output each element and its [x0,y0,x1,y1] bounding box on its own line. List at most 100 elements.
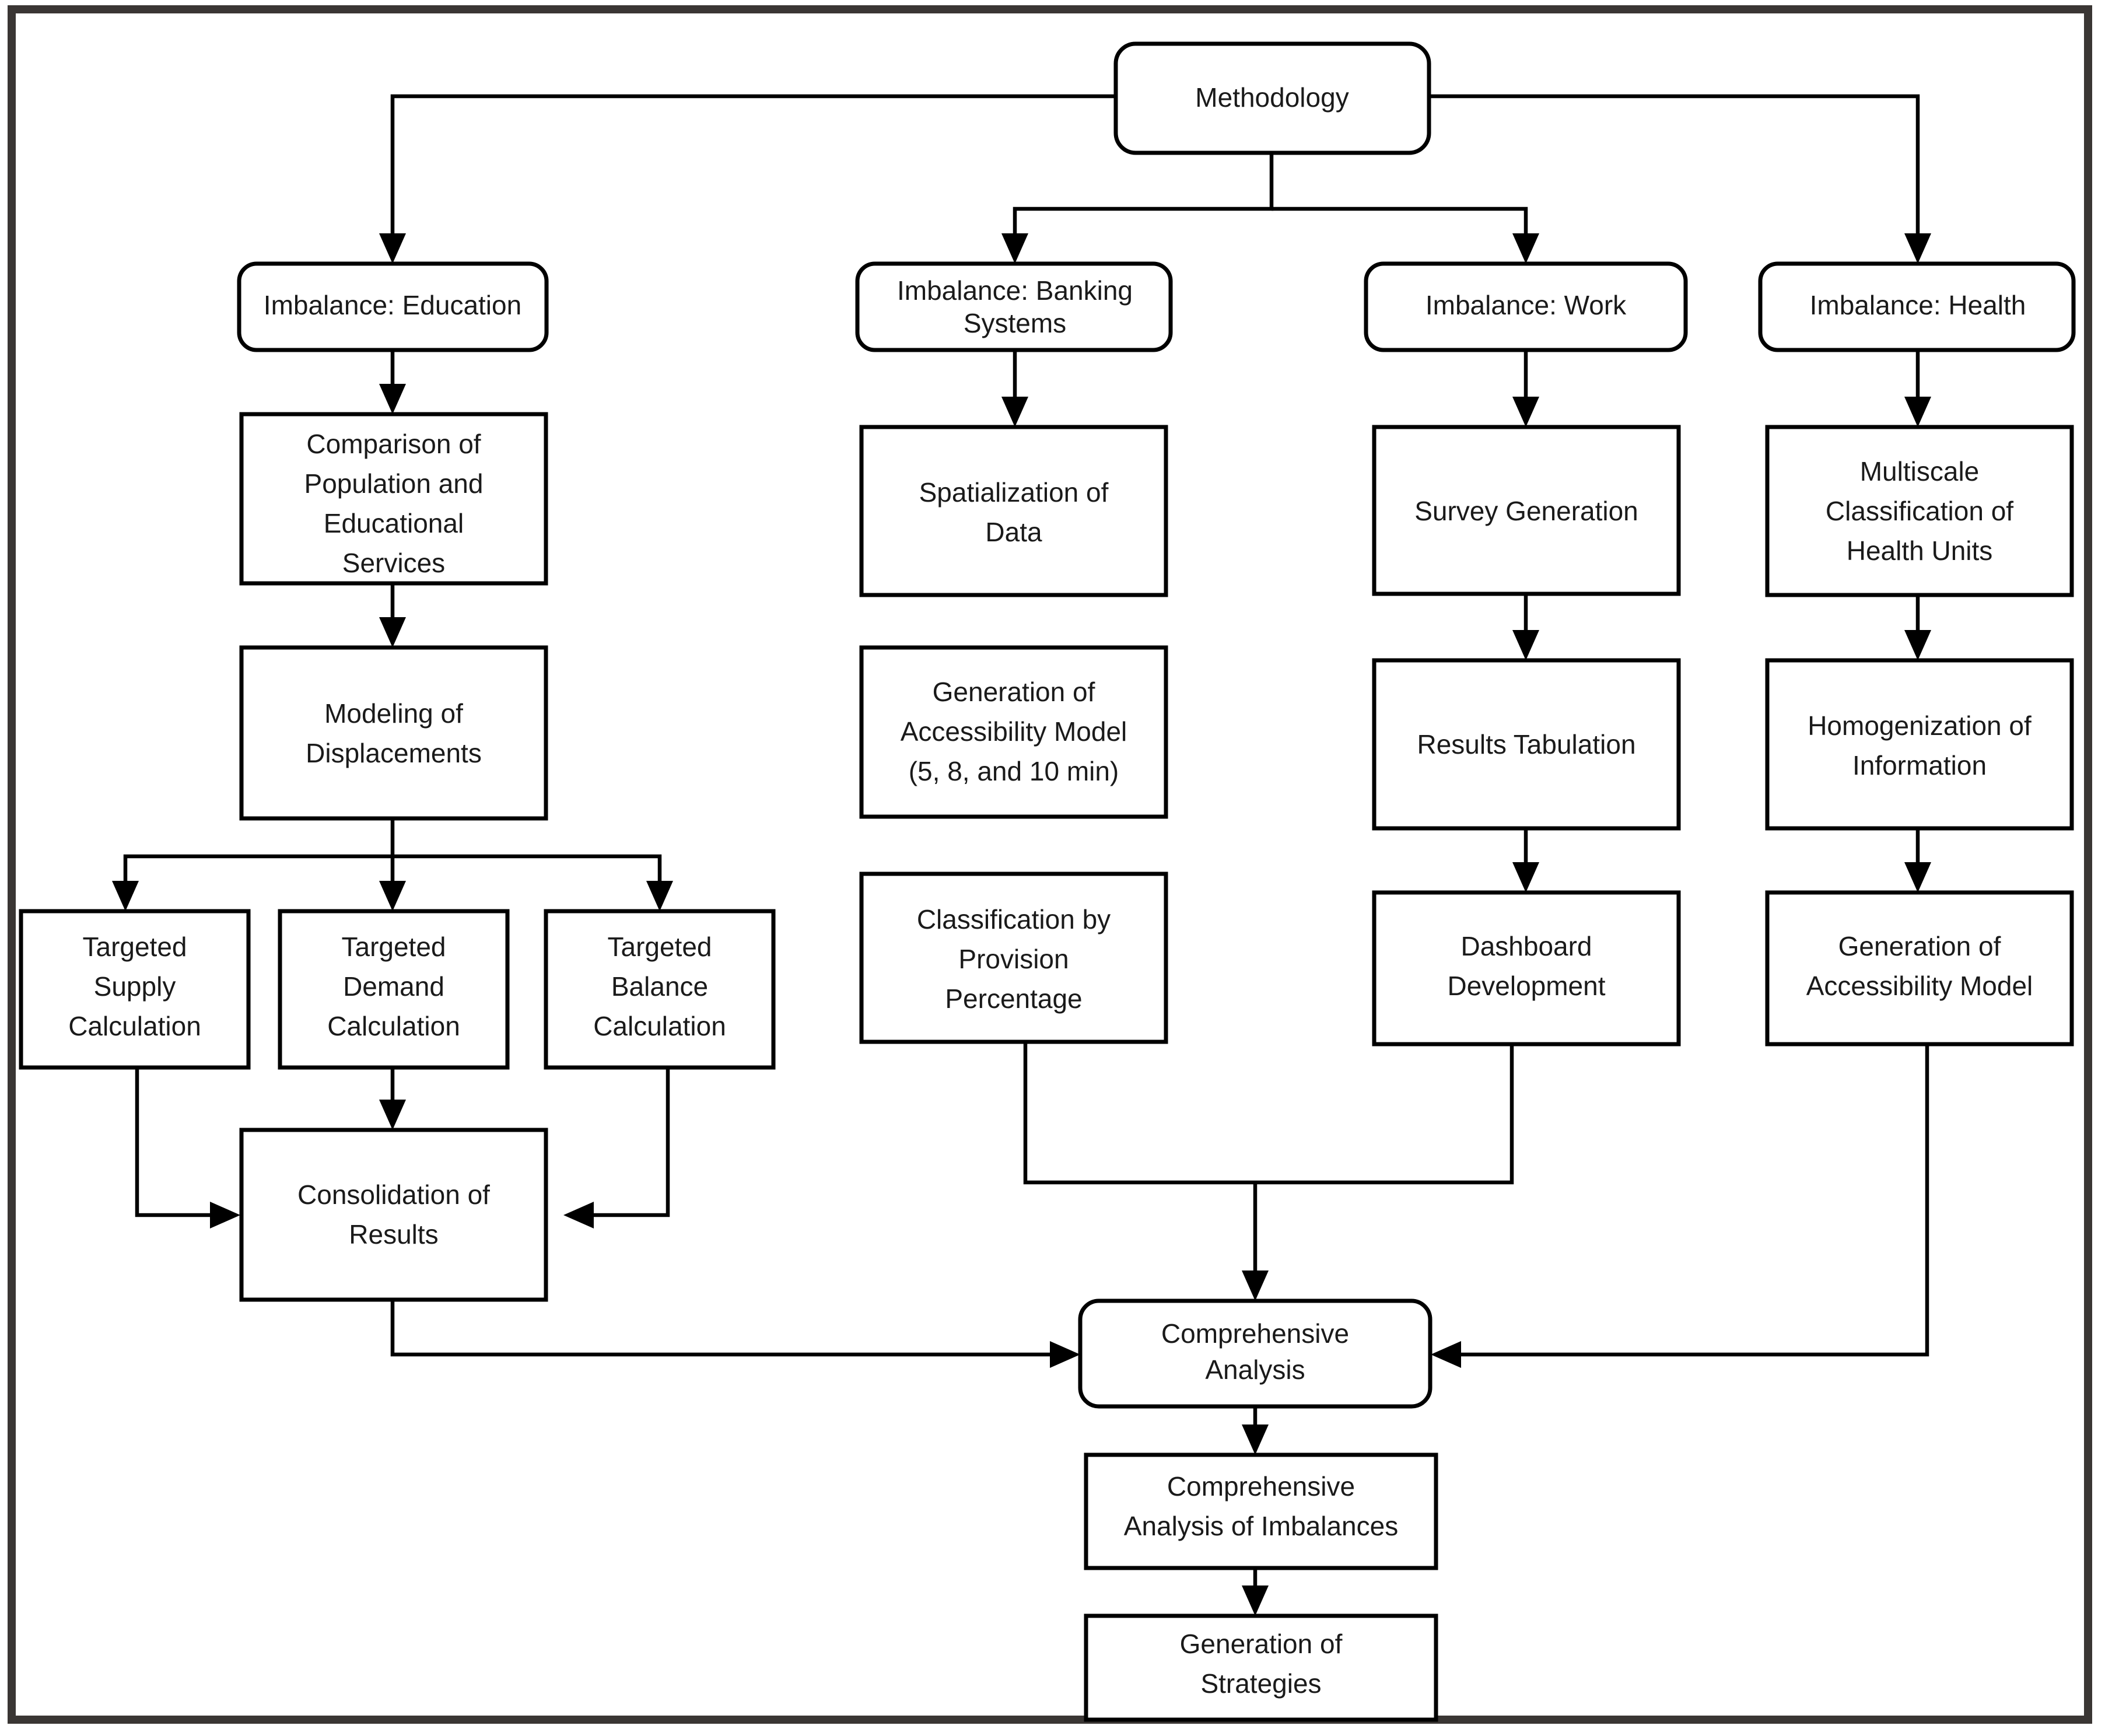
arrowhead-comprehensive-imbalances [1242,1424,1269,1455]
arrowhead-edu-comparison [379,384,406,414]
node-edu-balance-shape[interactable] [544,909,776,1070]
node-health-multiscale-label-2: Classification of [1826,496,2013,526]
node-edu-demand-shape[interactable] [278,909,510,1070]
node-comprehensive-imb-label-2: Analysis of Imbalances [1124,1511,1398,1541]
node-edu-modeling-shape[interactable] [239,645,548,821]
node-health-multiscale-shape[interactable] [1765,425,2074,597]
node-bank-spatialization[interactable]: Spatialization of Data [859,425,1168,597]
node-edu-supply-label-1: Targeted [82,932,187,962]
node-comprehensive-imb-label-1: Comprehensive [1167,1471,1355,1502]
arrowhead-homogen [1904,630,1931,660]
node-edu-demand[interactable]: Targeted Demand Calculation [278,909,510,1070]
node-health-multiscale[interactable]: Multiscale Classification of Health Unit… [1765,425,2074,597]
arrowhead-health-accessibility [1904,862,1931,892]
edge-dashboard-merge [1255,1044,1514,1185]
node-work-tabulation-label: Results Tabulation [1417,729,1635,760]
node-imb-health-label: Imbalance: Health [1810,290,2026,320]
node-imb-education-shape[interactable] [237,261,549,352]
node-bank-classification-shape[interactable] [859,872,1168,1044]
node-edu-modeling[interactable]: Modeling of Displacements [239,645,548,821]
edge-modeling-bus-right [393,854,662,892]
arrowhead-dashboard [1512,862,1539,892]
node-imb-work-shape[interactable] [1364,261,1688,352]
node-strategies-label-1: Generation of [1180,1629,1343,1659]
node-imb-education-label: Imbalance: Education [264,290,521,320]
node-comprehensive[interactable]: Comprehensive Analysis [1078,1298,1432,1409]
node-bank-spatialization-label-1: Spatialization of [919,477,1109,508]
node-edu-supply-shape[interactable] [19,909,251,1070]
node-edu-supply-label-2: Supply [94,971,176,1002]
node-edu-demand-label-3: Calculation [327,1011,460,1041]
node-imb-banking-shape[interactable] [855,261,1173,352]
node-methodology-shape[interactable] [1113,41,1431,155]
node-imb-banking-label-2: Systems [964,308,1066,338]
node-work-dashboard-label-2: Development [1447,971,1605,1001]
node-work-tabulation[interactable]: Results Tabulation [1372,658,1681,831]
node-edu-comparison[interactable]: Comparison of Population and Educational… [239,412,548,586]
node-edu-balance-label-2: Balance [611,971,708,1002]
node-work-survey[interactable]: Survey Generation [1372,425,1681,596]
node-bank-accessibility[interactable]: Generation of Accessibility Model (5, 8,… [859,645,1168,819]
node-work-dashboard-label-1: Dashboard [1460,931,1592,961]
arrowhead-edu-modeling [379,617,406,648]
node-health-homogen[interactable]: Homogenization of Information [1765,658,2074,831]
node-edu-balance-label-3: Calculation [593,1011,726,1041]
edge-consolidation-comprehensive [390,1300,1062,1357]
node-health-homogen-shape[interactable] [1765,658,2074,831]
node-comprehensive-imb[interactable]: Comprehensive Analysis of Imbalances [1084,1452,1438,1570]
node-methodology[interactable]: Methodology [1113,41,1431,155]
node-imb-banking-label-1: Imbalance: Banking [897,275,1133,306]
node-work-dashboard[interactable]: Dashboard Development [1372,890,1681,1046]
node-work-dashboard-shape[interactable] [1372,890,1681,1046]
node-methodology-label: Methodology [1195,82,1349,113]
arrowhead-work [1512,233,1539,264]
arrowhead-survey [1512,397,1539,427]
arrowhead-multiscale [1904,397,1931,427]
node-imb-health[interactable]: Imbalance: Health [1758,261,2076,352]
node-edu-consolidation-shape[interactable] [239,1128,548,1302]
node-edu-supply[interactable]: Targeted Supply Calculation [19,909,251,1070]
arrowhead-consolidation-top [379,1100,406,1130]
edge-methodology-health [1429,94,1920,245]
node-imb-health-shape[interactable] [1758,261,2076,352]
node-comprehensive-label-2: Analysis [1205,1354,1305,1385]
edge-balance-consolidation [582,1068,670,1217]
node-imb-banking[interactable]: Imbalance: Banking Systems [855,261,1173,352]
arrowhead-comprehensive-top [1242,1270,1269,1301]
node-comprehensive-imb-shape[interactable] [1084,1452,1438,1570]
node-health-accessibility-shape[interactable] [1765,890,2074,1046]
node-bank-accessibility-label-3: (5, 8, and 10 min) [909,756,1119,786]
arrowhead-banking [1001,233,1028,264]
node-edu-comparison-label-2: Population and [304,468,484,499]
node-edu-comparison-shape[interactable] [239,412,548,586]
node-imb-work[interactable]: Imbalance: Work [1364,261,1688,352]
node-edu-consolidation[interactable]: Consolidation of Results [239,1128,548,1302]
node-bank-spatialization-shape[interactable] [859,425,1168,597]
node-edu-demand-label-2: Demand [343,971,444,1002]
node-imb-education[interactable]: Imbalance: Education [237,261,549,352]
node-bank-classification[interactable]: Classification by Provision Percentage [859,872,1168,1044]
node-health-accessibility[interactable]: Generation of Accessibility Model [1765,890,2074,1046]
node-edu-demand-label-1: Targeted [341,932,446,962]
arrowhead-targeted-supply [112,881,139,911]
node-comprehensive-shape[interactable] [1078,1298,1432,1409]
arrowhead-comprehensive-right [1431,1341,1461,1368]
node-bank-accessibility-shape[interactable] [859,645,1168,819]
arrowhead-tabulation [1512,630,1539,660]
node-edu-consolidation-label-2: Results [349,1219,438,1250]
node-work-survey-label: Survey Generation [1414,496,1638,526]
node-edu-modeling-label-1: Modeling of [324,698,463,729]
arrowhead-consolidation-left [210,1202,240,1228]
node-edu-comparison-label-4: Services [342,548,445,578]
node-work-tabulation-shape[interactable] [1372,658,1681,831]
arrowhead-comprehensive-left [1050,1341,1080,1368]
node-edu-balance[interactable]: Targeted Balance Calculation [544,909,776,1070]
node-health-accessibility-label-1: Generation of [1838,931,2001,961]
node-edu-comparison-label-1: Comparison of [306,429,481,459]
node-strategies-shape[interactable] [1084,1614,1438,1722]
node-strategies[interactable]: Generation of Strategies [1084,1614,1438,1722]
node-layer: Methodology Imbalance: Education Imbalan… [19,41,2076,1722]
edge-classification-merge [1023,1042,1255,1185]
node-work-survey-shape[interactable] [1372,425,1681,596]
